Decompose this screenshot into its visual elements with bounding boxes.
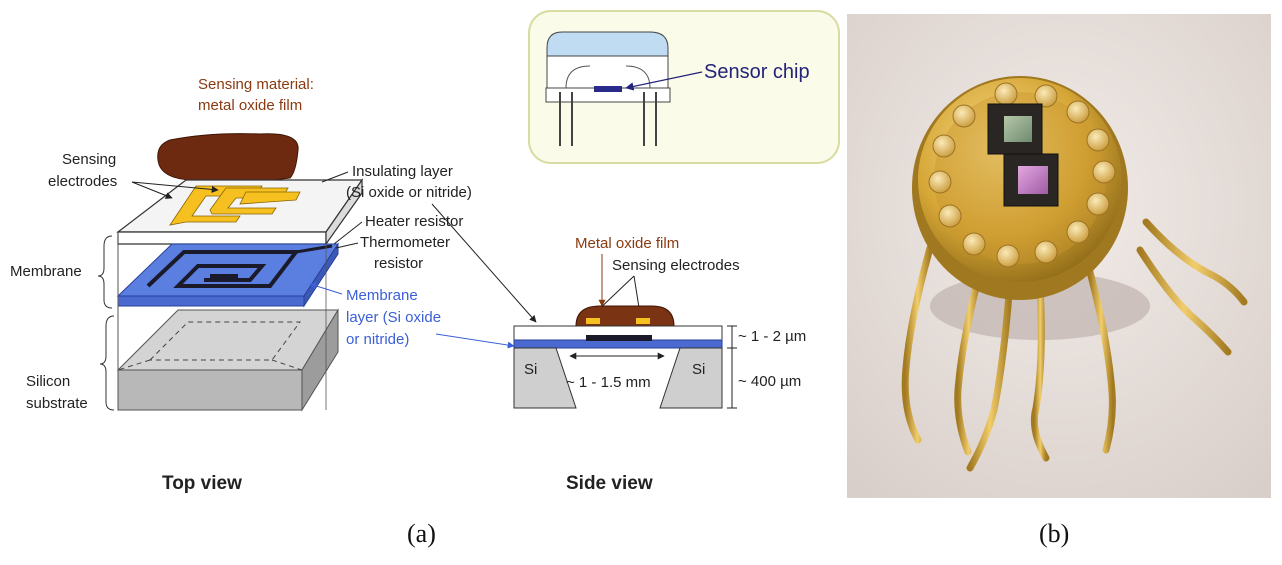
si-left-label: Si	[524, 361, 537, 378]
side-view-title: Side view	[566, 473, 653, 494]
bond-pads	[928, 82, 1116, 268]
thermometer-label-2: resistor	[374, 255, 423, 272]
heater-label: Heater resistor	[365, 213, 463, 230]
side-electrode-right	[636, 318, 650, 324]
sensor-chip-label: Sensor chip	[704, 61, 810, 83]
si-right-label: Si	[692, 361, 705, 378]
sensing-material-label-1: Sensing material:	[198, 76, 314, 93]
membrane-layer-label-2: layer (Si oxide	[346, 309, 441, 326]
thickness-top-label: ~ 1 - 2 µm	[738, 328, 806, 345]
package-pins	[559, 92, 657, 146]
sensing-material-label-2: metal oxide film	[198, 97, 302, 114]
silicon-label-1: Silicon	[26, 373, 70, 390]
gold-legs	[901, 218, 1248, 472]
sensing-electrodes-label-2: electrodes	[48, 173, 117, 190]
insulating-label-1: Insulating layer	[352, 163, 453, 180]
electrodes-arrow-2	[131, 181, 219, 193]
insulating-arrow	[431, 203, 537, 323]
membrane-layer-label-3: or nitride)	[346, 331, 409, 348]
silicon-label-2: substrate	[26, 395, 88, 412]
side-view-diagram: Sensor chip Metal oxide film Sensing ele…	[431, 10, 840, 494]
side-electrode-left	[586, 318, 600, 324]
electrodes-arrow-1	[131, 181, 173, 199]
top-view-diagram: Sensing material: metal oxide film	[10, 76, 472, 494]
sensing-electrodes-pattern	[169, 185, 301, 226]
sensor-photo	[847, 14, 1271, 498]
membrane-label: Membrane	[10, 263, 82, 280]
insulating-label-2: (Si oxide or nitride)	[346, 184, 472, 201]
silicon-brace	[99, 315, 115, 411]
inset-chip	[594, 86, 622, 92]
side-membrane-layer	[513, 339, 723, 349]
sensor-chip-arrow	[625, 71, 703, 91]
membrane-layer-label-1: Membrane	[346, 287, 418, 304]
membrane-brace	[97, 235, 113, 309]
side-heater	[586, 335, 652, 341]
thermometer-leader	[335, 242, 359, 249]
metal-oxide-blob	[157, 133, 299, 183]
silicon-substrate	[116, 308, 339, 412]
insulating-leader	[321, 171, 349, 183]
caption-a: (a)	[407, 519, 436, 548]
side-si-right	[659, 347, 723, 409]
sensor-chips	[987, 103, 1059, 207]
top-view-title: Top view	[162, 473, 242, 494]
heater-spiral	[146, 250, 301, 288]
membrane-side-arrow	[435, 333, 515, 349]
membrane-layer	[116, 242, 339, 308]
membrane-layer-arrow	[309, 282, 343, 295]
caption-b: (b)	[1039, 519, 1069, 548]
sensing-electrodes-side-label: Sensing electrodes	[612, 257, 740, 274]
side-si-left	[513, 347, 577, 409]
metal-oxide-label: Metal oxide film	[575, 235, 679, 252]
package-body	[546, 55, 669, 89]
heater-leader	[333, 221, 363, 245]
thermometer-label-1: Thermometer	[360, 234, 450, 251]
thickness-bottom-label: ~ 400 µm	[738, 373, 801, 390]
sensing-electrodes-label-1: Sensing	[62, 151, 116, 168]
width-label: ~ 1 - 1.5 mm	[566, 374, 651, 391]
